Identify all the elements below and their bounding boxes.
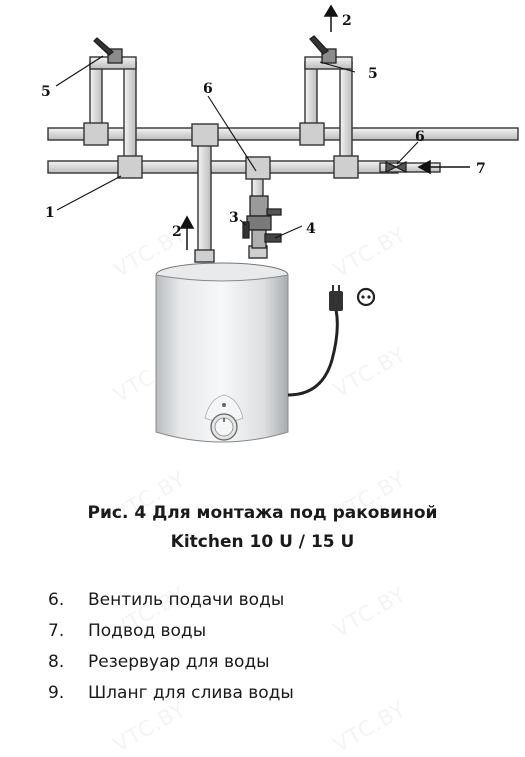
callout-label: 6 [415,129,425,145]
callout-label: 2 [342,13,352,29]
pipe-nut [194,249,215,263]
legend-number: 6. [48,590,65,610]
right-riser-pipe [304,61,318,133]
fittings [83,122,359,263]
power-cord [287,285,376,397]
control-knob-icon [210,413,238,441]
legend-item: 8. Резервуар для воды [48,652,294,683]
valve-icon [385,160,407,174]
legend-number: 8. [48,652,65,672]
legend-item: 7. Подвод воды [48,621,294,652]
tee-fitting [245,156,271,180]
legend-list: 6. Вентиль подачи воды 7. Подвод воды 8. Ре… [48,590,294,714]
indicator-light-icon [222,403,226,407]
valve-icon [93,35,337,64]
callout-label: 3 [229,210,239,226]
plug-icon [329,285,343,311]
callout-label: 7 [476,161,486,177]
callout-label: 6 [203,81,213,97]
hot-outlet-pipe [197,137,212,257]
tee-fitting [299,122,325,146]
water-tank [155,262,289,443]
tee-fitting [117,155,143,179]
legend-label: Резервуар для воды [88,652,270,672]
legend-label: Вентиль подачи воды [88,590,285,610]
callout-leaders [55,55,419,239]
socket-icon [356,287,376,307]
installation-diagram: 2 5 5 6 6 7 1 2 3 4 [41,4,519,443]
safety-valve-group [242,195,282,249]
callout-label: 4 [306,221,316,237]
legend-label: Шланг для слива воды [88,683,294,703]
right-riser-pipe [339,61,353,167]
left-riser-pipe [123,61,137,167]
figure-caption-title: Рис. 4 Для монтажа под раковиной [87,503,438,523]
upper-main-pipe [47,127,519,141]
callout-label: 5 [41,84,51,100]
callout-label: 1 [45,205,55,221]
tee-fitting [83,122,109,146]
legend-item: 6. Вентиль подачи воды [48,590,294,621]
legend-label: Подвод воды [88,621,207,641]
watermark: VTC.BY [329,581,411,643]
tee-fitting [191,123,219,147]
tee-fitting [333,155,359,179]
flow-up-arrow [179,215,195,229]
legend-item: 9. Шланг для слива воды [48,683,294,714]
callout-numbers: 2 5 5 6 6 7 1 2 3 4 [41,13,486,240]
legend-number: 9. [48,683,65,703]
left-riser-pipe [89,61,103,133]
flow-up-arrow [323,4,339,17]
legend-number: 7. [48,621,65,641]
watermark: VTC.BY [329,696,411,757]
figure-caption-model: Kitchen 10 U / 15 U [170,532,355,552]
callout-label: 2 [172,224,182,240]
flow-arrows [179,4,470,250]
inlet-arrow [417,159,431,175]
callout-label: 5 [368,66,378,82]
